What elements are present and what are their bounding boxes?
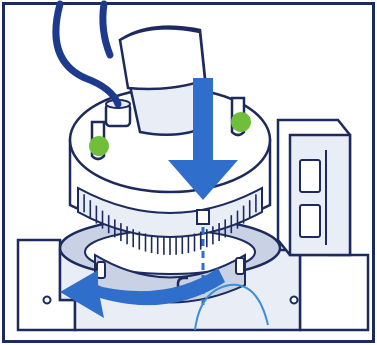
bracket-slot-upper xyxy=(300,160,320,192)
alignment-dot-right xyxy=(231,112,251,132)
socket-pin-left xyxy=(97,262,105,278)
rivet-left xyxy=(44,297,51,304)
supply-tube-top xyxy=(103,4,110,55)
alignment-dot-left xyxy=(89,136,109,156)
guide-notch xyxy=(197,210,209,224)
handle-face xyxy=(120,28,205,89)
socket-pin-right xyxy=(236,258,244,274)
bracket-slot-lower xyxy=(300,205,320,237)
side-bracket xyxy=(278,120,350,255)
rivet-right xyxy=(291,297,298,304)
